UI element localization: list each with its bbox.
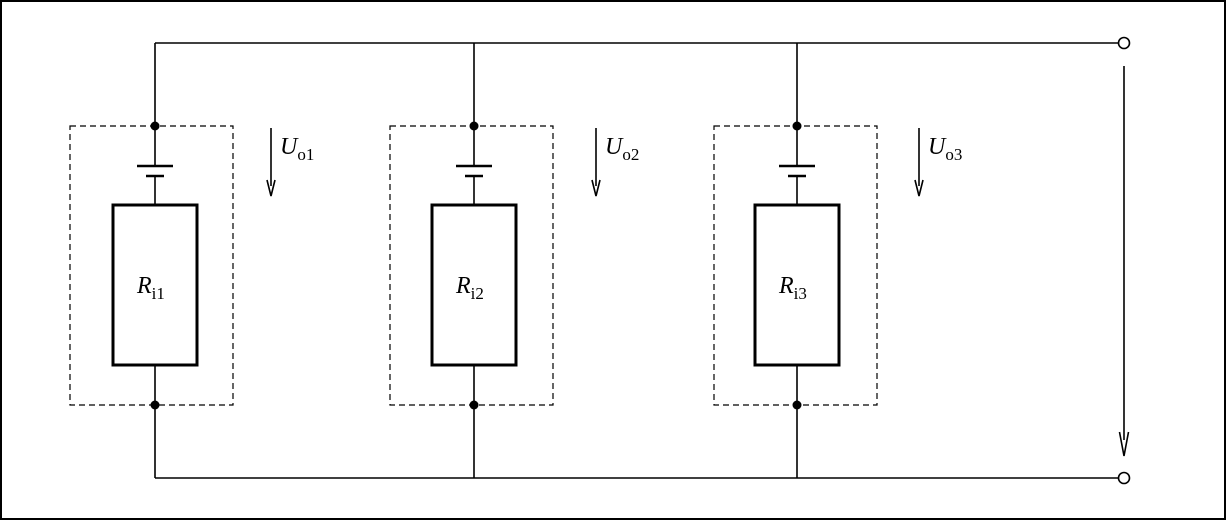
cell-voltage-arrow-head (266, 179, 276, 197)
cell-voltage-arrow-head (914, 179, 924, 197)
junction-node-top (150, 121, 160, 131)
internal-resistor (111, 203, 199, 367)
internal-resistor (430, 203, 518, 367)
bottom-output-terminal (1117, 471, 1131, 485)
branch-3: Ri3 Uo3 (713, 43, 962, 478)
internal-resistor (753, 203, 841, 367)
voltage-label: Uo3 (928, 134, 962, 164)
voltage-label: Uo2 (605, 134, 639, 164)
junction-node-bottom (469, 400, 479, 410)
branch-1: Ri1 Uo1 (69, 43, 314, 478)
junction-node-bottom (792, 400, 802, 410)
branch-2: Ri2 Uo2 (389, 43, 639, 478)
output-voltage-arrow-head (1118, 431, 1130, 457)
junction-node-top (469, 121, 479, 131)
resistor-label: Ri2 (455, 273, 484, 303)
cell-voltage-arrow-head (591, 179, 601, 197)
top-output-terminal (1117, 36, 1131, 50)
resistor-label: Ri1 (136, 273, 165, 303)
junction-node-top (792, 121, 802, 131)
resistor-label: Ri3 (778, 273, 807, 303)
voltage-label: Uo1 (280, 134, 314, 164)
junction-node-bottom (150, 400, 160, 410)
